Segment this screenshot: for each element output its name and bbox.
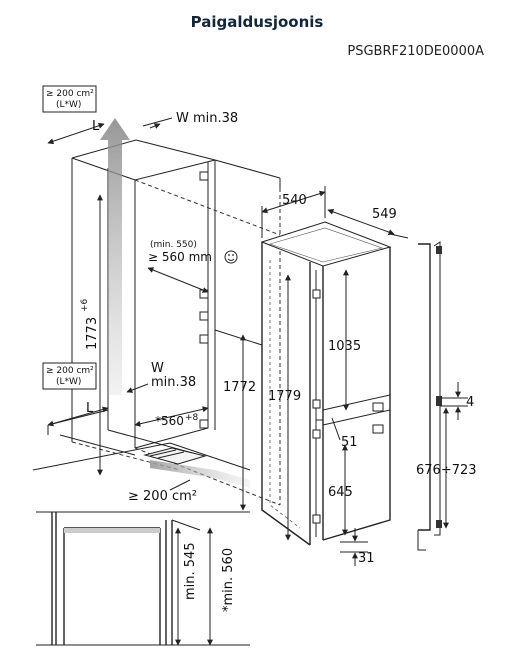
dim-1779: 1779	[268, 274, 301, 541]
vent-top-callout: ≥ 200 cm² (L*W)	[42, 85, 97, 113]
depth-min-label: (min. 550)	[150, 240, 197, 250]
label-4: 4	[466, 395, 474, 410]
label-min-545: min. 545	[183, 542, 198, 600]
dim-1773: 1773 +6	[80, 194, 103, 476]
label-min38-mid: min.38	[151, 375, 196, 390]
section-drawing	[36, 511, 250, 646]
dim-min-560: *min. 560	[207, 527, 236, 646]
label-L-top: L	[92, 119, 100, 134]
label-1773: 1773	[85, 317, 100, 350]
vent-mid-callout: ≥ 200 cm² (L*W)	[42, 362, 97, 390]
airflow-bottom-arrow	[150, 460, 250, 488]
vent-mid-area: ≥ 200 cm²	[46, 366, 94, 376]
appliance-drawing	[260, 221, 392, 546]
label-min-560: *min. 560	[221, 548, 236, 612]
vent-mid-lw: (L*W)	[56, 377, 81, 387]
dim-L-bottom: L	[47, 401, 109, 427]
dim-31: 31	[340, 528, 375, 566]
depth-rec-label: ≥ 560 mm	[148, 250, 212, 264]
label-31: 31	[358, 551, 375, 566]
document-code: PSGBRF210DE0000A	[347, 44, 484, 59]
label-1779: 1779	[268, 389, 301, 404]
dim-540: 540	[261, 186, 326, 238]
label-540: 540	[282, 193, 307, 208]
page-title: Paigaldusjoonis	[190, 13, 324, 31]
dim-W-top: W min.38	[142, 111, 238, 129]
label-560-tol: +8	[185, 413, 199, 423]
vent-top-lw: (L*W)	[56, 100, 81, 110]
dim-1772: 1772	[214, 329, 263, 511]
dim-676-723: 676÷723	[416, 407, 477, 529]
label-w-min-38-top: W min.38	[176, 111, 238, 126]
label-549: 549	[372, 207, 397, 222]
dim-1035: 1035	[328, 269, 361, 411]
dim-645: 645	[328, 444, 353, 536]
dim-549: 549	[327, 207, 409, 239]
dim-4: 4	[440, 382, 474, 420]
label-L-bottom: L	[86, 401, 94, 416]
label-645: 645	[328, 485, 353, 500]
smiley-icon	[224, 250, 238, 264]
vent-bottom-callout: ≥ 200 cm²	[128, 479, 197, 504]
label-51: 51	[341, 435, 358, 450]
label-1035: 1035	[328, 339, 361, 354]
airflow-up-arrow	[100, 118, 130, 395]
vent-bottom-area: ≥ 200 cm²	[128, 489, 197, 504]
dim-W-mid: W min.38	[126, 361, 196, 393]
dim-min-545: min. 545	[175, 527, 198, 646]
dim-L-top: L	[47, 119, 105, 145]
label-676-723: 676÷723	[416, 463, 477, 478]
dim-560: *560 +8	[134, 406, 209, 428]
label-1773-tol: +6	[80, 298, 90, 312]
vent-top-area: ≥ 200 cm²	[46, 89, 94, 99]
label-1772: 1772	[223, 380, 256, 395]
dim-depth: (min. 550) ≥ 560 mm	[147, 240, 238, 293]
label-w-mid: W	[151, 361, 164, 376]
side-profile-drawing	[417, 241, 442, 551]
label-560: *560	[155, 414, 184, 428]
